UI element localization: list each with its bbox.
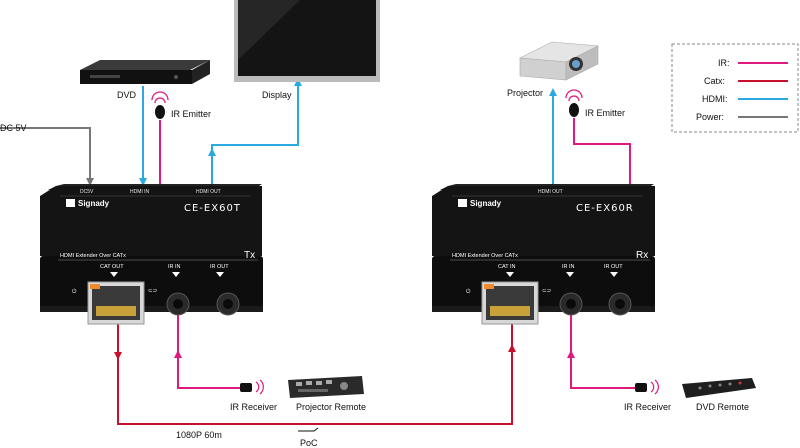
projector-remote-label: Projector Remote [296, 402, 366, 412]
tx-subtitle: HDMI Extender Over CATx [60, 253, 126, 259]
ir-arrow-tx-receiver [174, 350, 182, 358]
projector-remote-icon [288, 376, 364, 398]
ir-receiver-tx-label: IR Receiver [230, 402, 277, 412]
tx-brand: Signady [78, 199, 110, 208]
ir-cable-tx-receiver [177, 300, 240, 389]
catx-arrow-tx [114, 352, 122, 360]
display-label: Display [262, 90, 292, 100]
tx-rj45-port [87, 281, 145, 325]
rx-port-ir-out: IR OUT [604, 264, 623, 270]
tx-brand-logo-icon [66, 199, 75, 207]
rx-tag: Rx [636, 250, 648, 261]
tx-ir-out-jack [216, 292, 240, 316]
rx-brand-logo-icon [458, 199, 467, 207]
rx-model: CE-EX60R [576, 203, 634, 214]
resolution-label: 1080P 60m [176, 430, 222, 440]
legend-hdmi-label: HDMI: [702, 94, 728, 104]
tx-port-hdmi-out: HDMI OUT [196, 189, 221, 195]
tx-port-cat-out: CAT OUT [100, 264, 124, 270]
ir-cable-rx-receiver [570, 300, 635, 389]
poc-label: PoC [300, 438, 318, 448]
poc-marker [298, 427, 319, 432]
rx-port-cat-in: CAT IN [498, 264, 516, 270]
tx-marker-irin [172, 272, 180, 277]
catx-cable [117, 322, 513, 425]
legend-ir-label: IR: [718, 58, 730, 68]
display-icon [234, 0, 380, 82]
rx-brand: Signady [470, 199, 502, 208]
hdmi-cable-display [211, 82, 299, 184]
tx-model: CE-EX60T [184, 203, 241, 214]
rx-link-icon: ⊂⊃ [542, 288, 552, 294]
projector-label: Projector [507, 88, 543, 98]
legend-catx-label: Catx: [704, 76, 725, 86]
tx-power-icon: ⏻ [72, 288, 77, 295]
tx-tag: Tx [244, 250, 255, 261]
legend: IR: Catx: HDMI: Power: [671, 43, 799, 133]
tx-ir-in-jack [166, 292, 190, 316]
rx-rj45-port [481, 281, 539, 325]
ir-emitter-rx-icon [565, 89, 583, 117]
tx-marker-cat [110, 272, 118, 277]
ir-emitter-tx-label: IR Emitter [171, 109, 211, 119]
tx-port-hdmi-in: HDMI IN [130, 189, 150, 195]
tx-port-ir-out: IR OUT [210, 264, 229, 270]
ir-receiver-rx-icon [635, 379, 659, 395]
rx-ir-out-jack [608, 292, 632, 316]
rx-marker-irin [566, 272, 574, 277]
ir-emitter-rx-label: IR Emitter [585, 108, 625, 118]
hdmi-arrow-projector [549, 88, 557, 96]
dvd-label: DVD [117, 90, 137, 100]
ir-receiver-tx-icon [240, 379, 264, 395]
legend-power-label: Power: [696, 112, 724, 122]
dc-label: DC 5V [0, 123, 27, 133]
rx-subtitle: HDMI Extender Over CATx [452, 253, 518, 259]
rx-port-ir-in: IR IN [562, 264, 575, 270]
hdmi-arrow-tx-in [139, 178, 147, 186]
rx-ir-in-jack [559, 292, 583, 316]
tx-link-icon: ⊂⊃ [148, 288, 158, 294]
dvd-remote-label: DVD Remote [696, 402, 749, 412]
ir-arrow-rx-receiver [567, 350, 575, 358]
ir-receiver-rx-label: IR Receiver [624, 402, 671, 412]
power-cable [0, 127, 91, 180]
hdmi-arrow-tx-out [208, 148, 216, 156]
dvd-player-icon [80, 60, 210, 84]
rx-port-hdmi-out: HDMI OUT [538, 189, 563, 195]
tx-marker-irout [216, 272, 224, 277]
projector-icon [518, 41, 600, 81]
tx-port-ir-in: IR IN [168, 264, 181, 270]
rx-power-icon: ⏻ [466, 288, 471, 295]
dvd-remote-icon [682, 378, 756, 398]
rx-marker-irout [610, 272, 618, 277]
tx-port-dc: DC5V [80, 189, 94, 195]
rx-marker-cat [506, 272, 514, 277]
power-arrow [86, 178, 94, 186]
ir-emitter-tx-icon [151, 91, 169, 119]
catx-arrow-rx [508, 344, 516, 352]
